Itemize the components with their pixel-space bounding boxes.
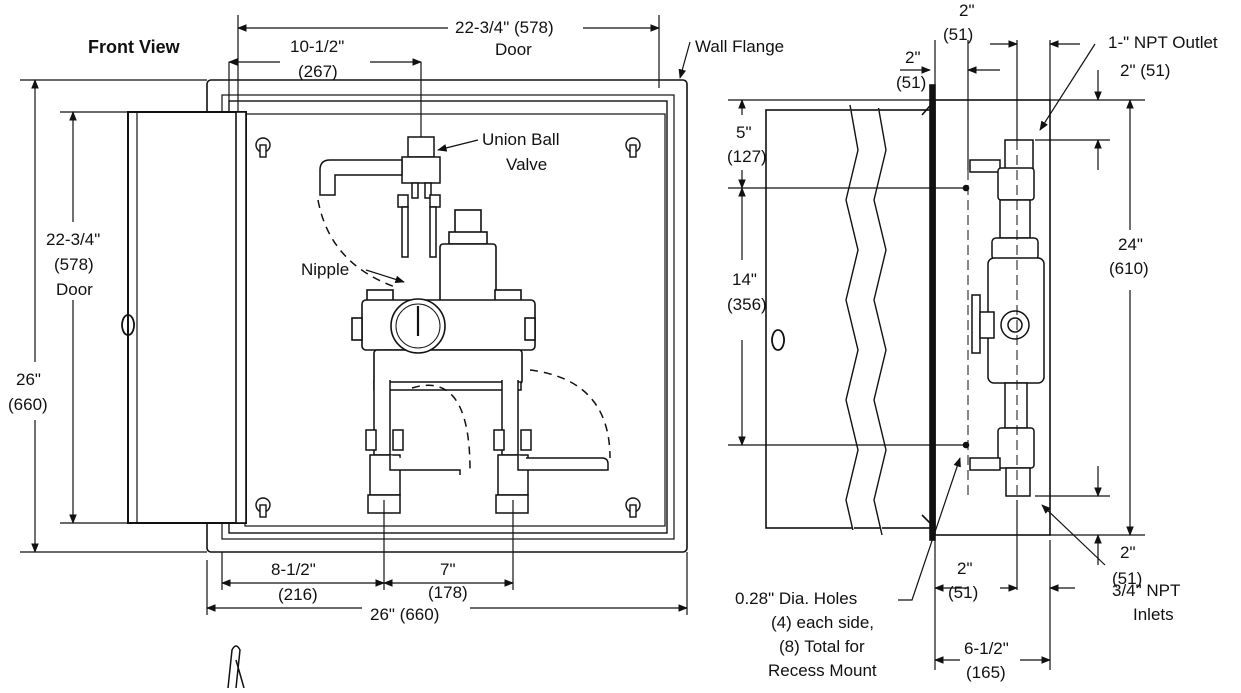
overall-height-label-1: 26" xyxy=(16,370,41,389)
nipple-label: Nipple xyxy=(301,260,349,279)
door-width-label: 22-3/4" (578) xyxy=(455,18,554,37)
holes-label-1: 0.28" Dia. Holes xyxy=(735,589,857,608)
front-view-text: Front View 22-3/4" (578) Door 10-1/2" (2… xyxy=(8,18,784,624)
side-view-text: 2" (51) 2" (51) 1-" NPT Outlet 2" (51) 5… xyxy=(727,1,1218,682)
door-height-label-2: (578) xyxy=(54,255,94,274)
flange-2in-label: 2" xyxy=(905,48,921,67)
side-valve-assembly xyxy=(969,139,1045,497)
holes-label-3: (8) Total for xyxy=(779,637,865,656)
union-ball-valve xyxy=(319,136,441,258)
inlet-offset-label-1: 2" xyxy=(957,559,973,578)
box-height-label-2: (610) xyxy=(1109,259,1149,278)
front-view-title: Front View xyxy=(88,37,181,57)
door-height-label-1: 22-3/4" xyxy=(46,230,100,249)
door-width-word: Door xyxy=(495,40,532,59)
hole-top-label-2: (127) xyxy=(727,147,767,166)
top-51-label: (51) xyxy=(943,25,973,44)
outlet-offset-label: 2" (51) xyxy=(1120,61,1170,80)
side-view xyxy=(765,84,1051,541)
holes-label-2: (4) each side, xyxy=(771,613,874,632)
union-ball-valve-label-2: Valve xyxy=(506,155,547,174)
front-dimension-lines xyxy=(20,15,691,615)
overall-height-label-2: (660) xyxy=(8,395,48,414)
side-dimension-lines xyxy=(728,40,1145,670)
valve-body xyxy=(351,289,536,385)
bottom-offset-label-1: 2" xyxy=(1120,543,1136,562)
cabinet-door xyxy=(127,111,247,524)
inlets-label-1: 3/4" NPT xyxy=(1112,581,1180,600)
inlet-left-label-2: (216) xyxy=(278,585,318,604)
keyhole-slots xyxy=(255,137,641,518)
side-box xyxy=(934,99,1051,536)
front-view xyxy=(121,79,688,553)
handle-swing-arc-left xyxy=(411,384,471,471)
hole-spacing-label-1: 14" xyxy=(732,270,757,289)
top-2in-label: 2" xyxy=(959,1,975,20)
union-ball-valve-label-1: Union Ball xyxy=(482,130,560,149)
side-door xyxy=(765,109,933,529)
valve-offset-label-1: 10-1/2" xyxy=(290,37,344,56)
handle-swing-arc-top xyxy=(317,199,399,289)
depth-label-2: (165) xyxy=(966,663,1006,682)
inlets-label-2: Inlets xyxy=(1133,605,1174,624)
inlet-left-label-1: 8-1/2" xyxy=(271,560,316,579)
flange-51-label: (51) xyxy=(896,73,926,92)
wall-flange-label: Wall Flange xyxy=(695,37,784,56)
box-height-label-1: 24" xyxy=(1118,235,1143,254)
inlet-pipes xyxy=(365,380,609,514)
depth-label-1: 6-1/2" xyxy=(964,639,1009,658)
inlet-spacing-label-2: (178) xyxy=(428,583,468,602)
hole-spacing-label-2: (356) xyxy=(727,295,767,314)
door-height-label-3: Door xyxy=(56,280,93,299)
handle-swing-arc-right xyxy=(529,369,611,459)
outlet-label: 1-" NPT Outlet xyxy=(1108,33,1218,52)
hole-top-label-1: 5" xyxy=(736,123,752,142)
inlet-offset-label-2: (51) xyxy=(948,583,978,602)
overall-width-label: 26" (660) xyxy=(370,605,439,624)
holes-label-4: Recess Mount xyxy=(768,661,877,680)
bottom-offset-label-2: (51) xyxy=(1112,569,1142,588)
inlet-spacing-label-1: 7" xyxy=(440,560,456,579)
pencil-icon xyxy=(227,645,245,689)
door-latch xyxy=(121,314,135,336)
valve-offset-label-2: (267) xyxy=(298,62,338,81)
